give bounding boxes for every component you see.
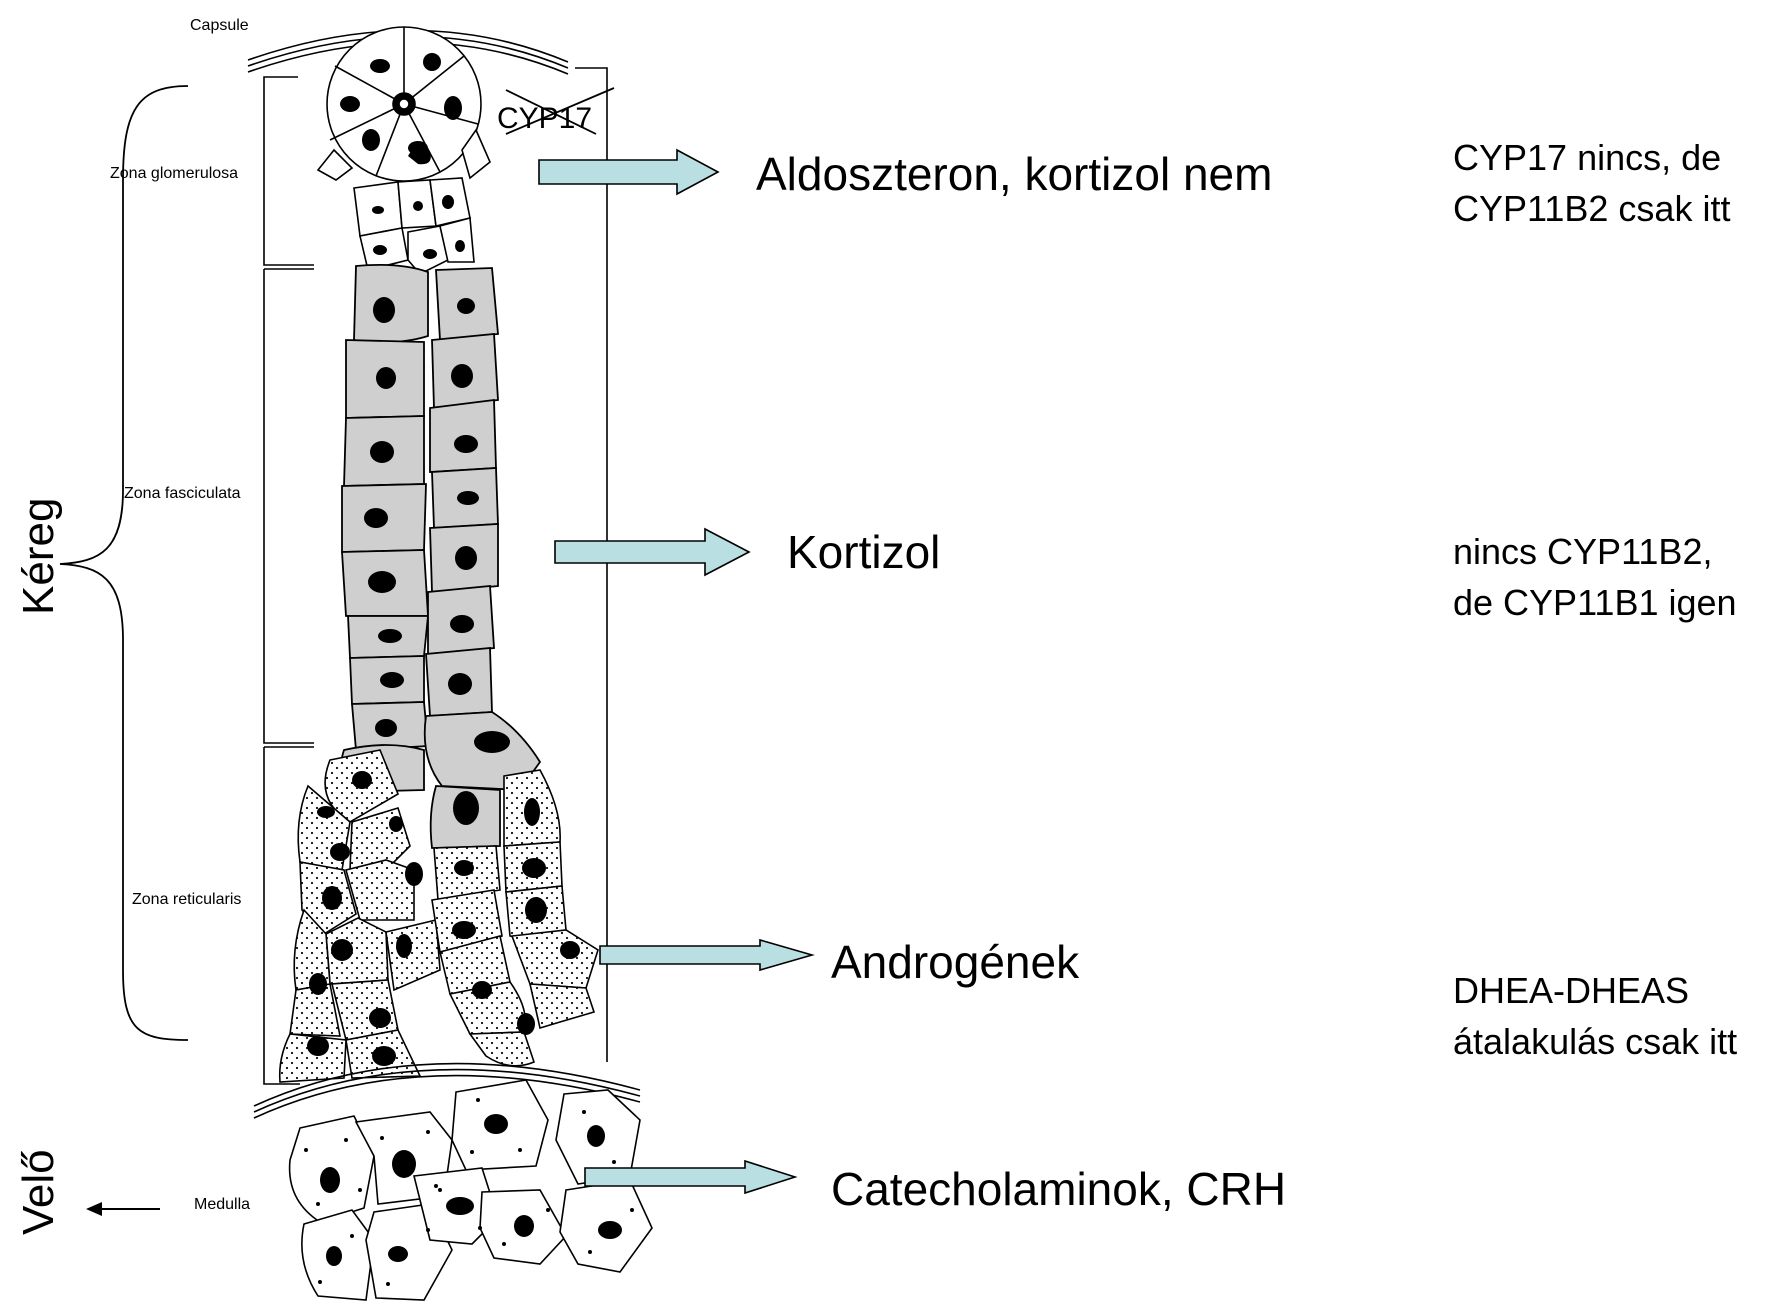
- arrow-glomerulosa-icon: [539, 150, 718, 194]
- medulla-cells: [290, 1080, 652, 1300]
- glomerulosa-rosette: [318, 27, 490, 181]
- note-glomerulosa-line2: CYP11B2 csak itt: [1453, 188, 1730, 229]
- zona-glomerulosa-label: Zona glomerulosa: [110, 165, 238, 182]
- velo-label: Velő: [14, 1149, 63, 1235]
- zona-reticularis-label: Zona reticularis: [132, 891, 241, 908]
- arrow-fasciculata-icon: [555, 529, 749, 575]
- product-glomerulosa: Aldoszteron, kortizol nem: [756, 148, 1272, 200]
- note-reticularis-line2: átalakulás csak itt: [1453, 1021, 1737, 1062]
- arrow-reticularis-icon: [600, 940, 812, 970]
- capsule-label: Capsule: [190, 17, 249, 34]
- note-glomerulosa-line1: CYP17 nincs, de: [1453, 137, 1721, 178]
- product-reticularis: Androgének: [831, 936, 1080, 988]
- product-fasciculata: Kortizol: [787, 526, 940, 578]
- product-medulla: Catecholaminok, CRH: [831, 1163, 1286, 1215]
- note-fasciculata-line2: de CYP11B1 igen: [1453, 582, 1737, 623]
- glomerulosa-cells: [354, 178, 474, 274]
- note-reticularis-line1: DHEA-DHEAS: [1453, 970, 1689, 1011]
- left-arrow-icon: [86, 1202, 160, 1216]
- note-fasciculata-line1: nincs CYP11B2,: [1453, 531, 1712, 572]
- zona-fasciculata-label: Zona fasciculata: [124, 485, 241, 502]
- kereg-label: Kéreg: [14, 498, 63, 615]
- medulla-label: Medulla: [194, 1196, 250, 1213]
